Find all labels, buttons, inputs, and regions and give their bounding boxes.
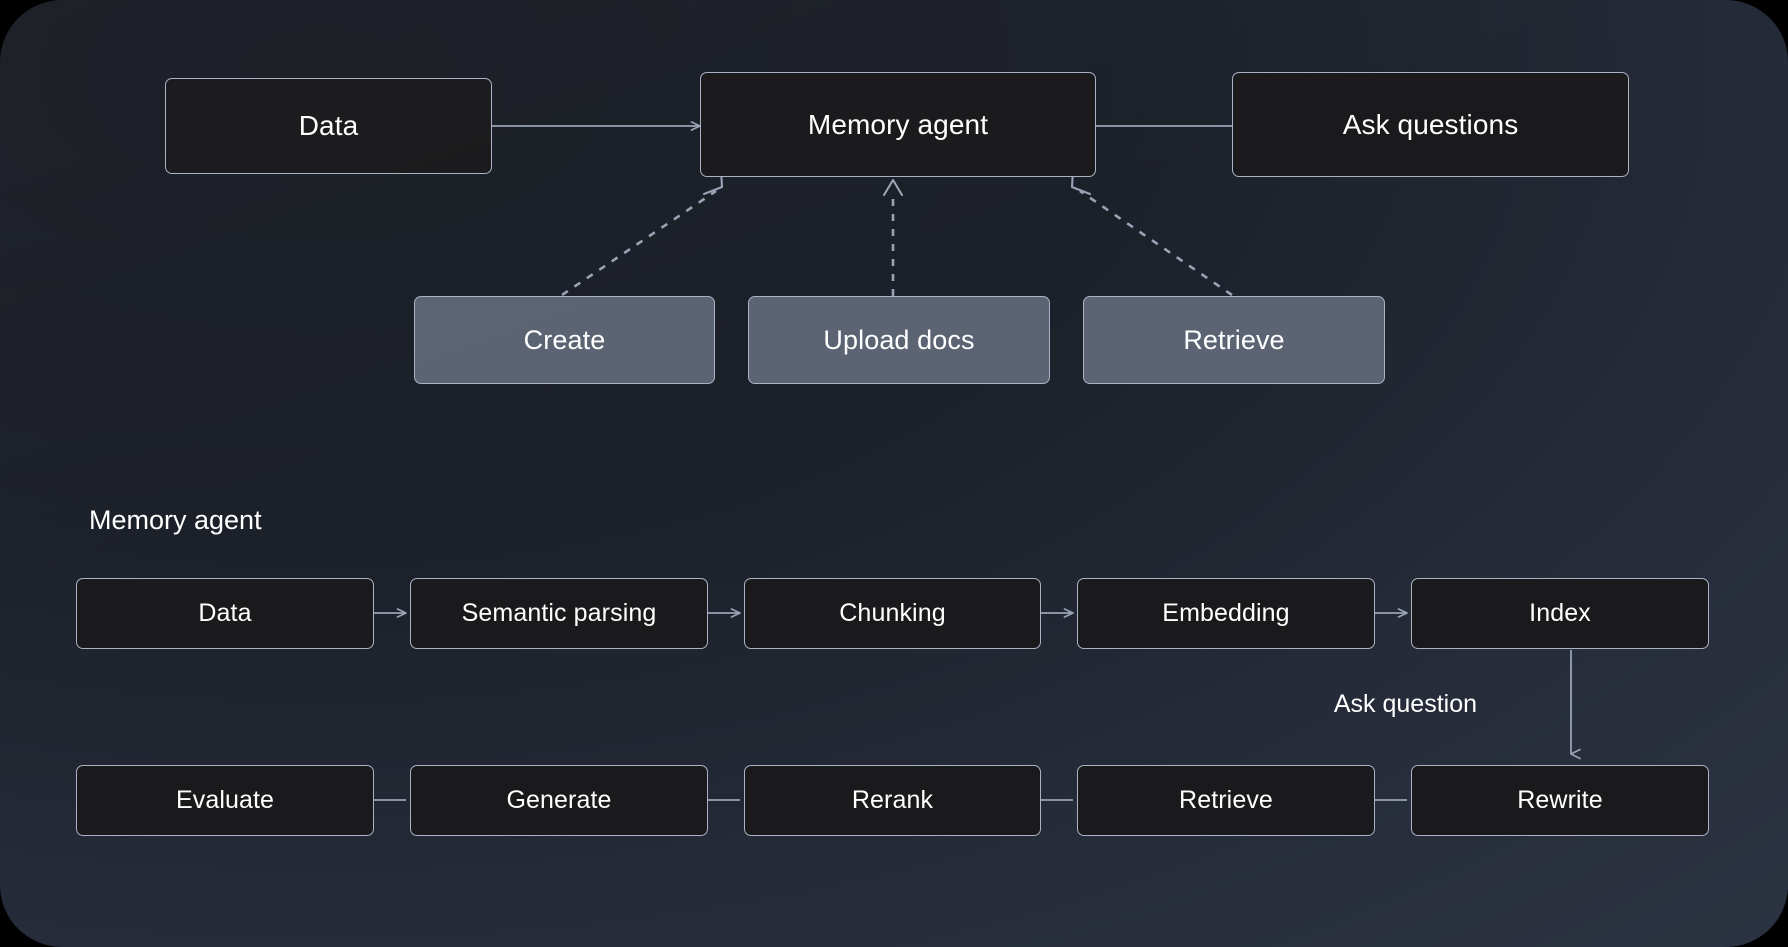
node-pipeline-semantic-parsing[interactable]: Semantic parsing: [410, 578, 708, 649]
node-label: Chunking: [839, 599, 946, 627]
node-pipeline-generate[interactable]: Generate: [410, 765, 708, 836]
node-label: Memory agent: [807, 108, 989, 140]
node-label: Upload docs: [823, 324, 975, 355]
node-data-top[interactable]: Data: [165, 78, 492, 174]
node-pipeline-rerank[interactable]: Rerank: [744, 765, 1041, 836]
node-label: Create: [523, 324, 606, 355]
node-upload-docs[interactable]: Upload docs: [748, 296, 1050, 384]
node-label: Evaluate: [175, 786, 275, 814]
node-label: Retrieve: [1179, 786, 1273, 814]
node-pipeline-retrieve[interactable]: Retrieve: [1077, 765, 1375, 836]
node-label: Semantic parsing: [461, 599, 657, 627]
node-label: Embedding: [1162, 599, 1290, 627]
node-label: Index: [1529, 599, 1591, 627]
node-label: Generate: [506, 786, 612, 814]
node-create[interactable]: Create: [414, 296, 715, 384]
node-label: Retrieve: [1183, 324, 1285, 355]
node-label: Rewrite: [1517, 786, 1603, 814]
node-label: Rerank: [851, 786, 934, 814]
node-label: Data: [198, 599, 252, 627]
edge-retrieve-to-memory-agent: [1079, 189, 1233, 297]
edge-label-ask-question: Ask question: [1333, 690, 1477, 718]
node-retrieve-top[interactable]: Retrieve: [1083, 296, 1385, 384]
node-pipeline-embedding[interactable]: Embedding: [1077, 578, 1375, 649]
node-pipeline-index[interactable]: Index: [1411, 578, 1709, 649]
node-pipeline-chunking[interactable]: Chunking: [744, 578, 1041, 649]
node-pipeline-rewrite[interactable]: Rewrite: [1411, 765, 1709, 836]
edge-upload-docs-arrowhead: [882, 178, 904, 197]
node-pipeline-evaluate[interactable]: Evaluate: [76, 765, 374, 836]
edge-create-to-memory-agent: [561, 189, 717, 297]
node-label: Data: [298, 110, 359, 141]
node-memory-agent[interactable]: Memory agent: [700, 72, 1096, 177]
node-label: Ask questions: [1342, 108, 1519, 140]
node-pipeline-data[interactable]: Data: [76, 578, 374, 649]
section-heading-memory-agent: Memory agent: [89, 505, 262, 535]
node-ask-questions[interactable]: Ask questions: [1232, 72, 1629, 177]
